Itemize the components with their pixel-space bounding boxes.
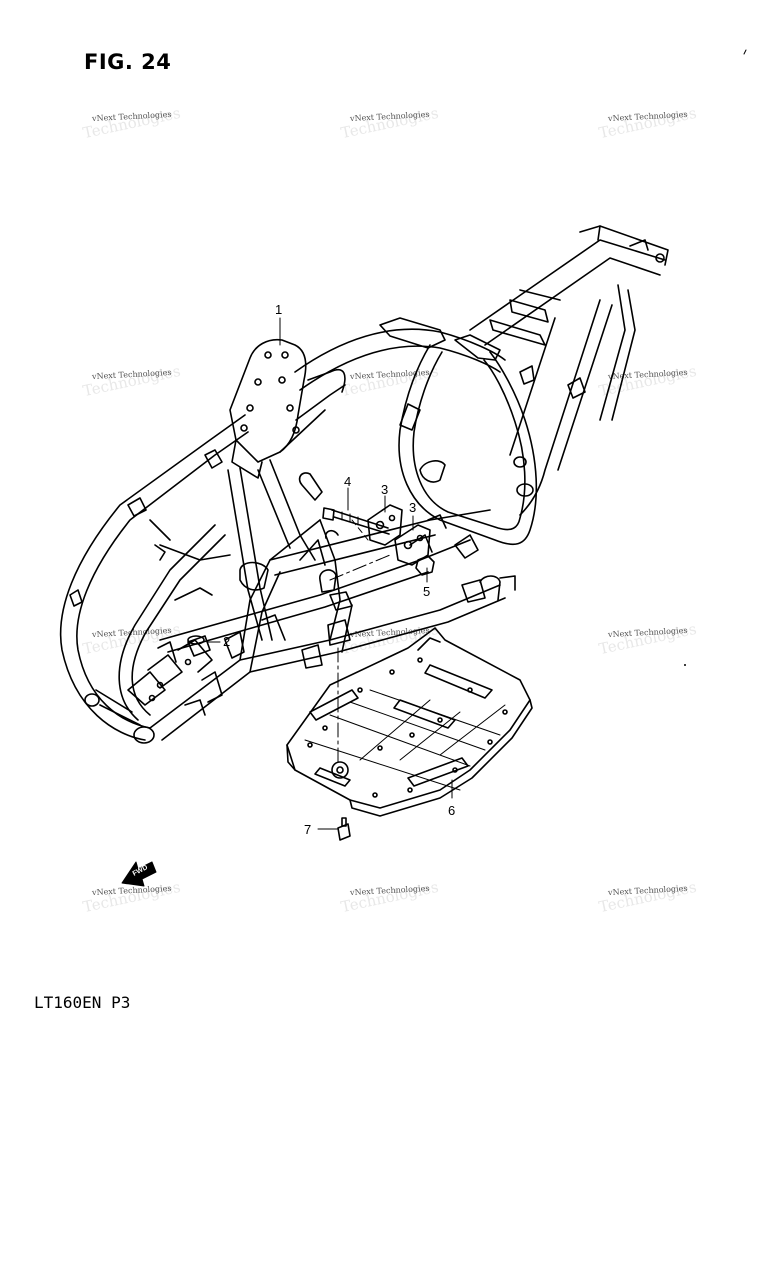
skid-plate xyxy=(286,627,533,817)
callout-3b: 3 xyxy=(409,500,416,515)
nut xyxy=(415,555,435,576)
figure-code: LT160EN P3 xyxy=(34,993,131,1012)
bolt xyxy=(322,507,390,535)
callout-7: 7 xyxy=(304,822,311,837)
callout-6: 6 xyxy=(448,803,455,818)
callout-3a: 3 xyxy=(381,482,388,497)
fwd-arrow-icon: FWD xyxy=(121,861,157,887)
figure-title: FIG. 24 xyxy=(84,50,172,74)
bolt-bottom xyxy=(337,817,351,841)
main-frame xyxy=(59,225,669,744)
bolt-small xyxy=(187,635,211,657)
assembly-lines xyxy=(329,519,391,766)
callout-4: 4 xyxy=(344,474,351,489)
bracket-right xyxy=(394,524,431,566)
leader-lines xyxy=(207,317,453,830)
callout-2: 2 xyxy=(223,634,230,649)
callout-5: 5 xyxy=(423,584,430,599)
callout-1: 1 xyxy=(275,302,282,317)
